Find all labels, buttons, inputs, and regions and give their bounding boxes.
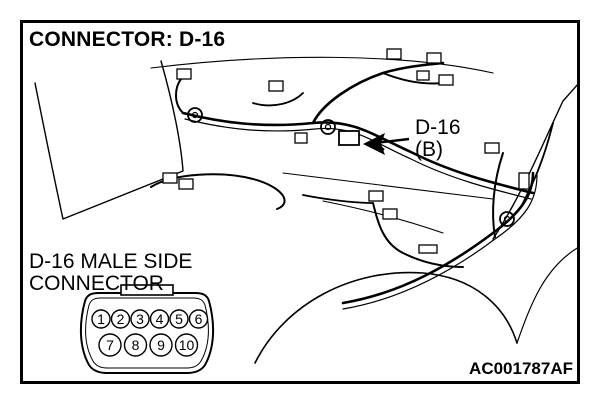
pin-3 (130, 309, 150, 329)
connector-block (418, 244, 438, 254)
connector-face-inner (85, 297, 209, 369)
pin-4 (149, 309, 170, 329)
pin-number-5: 5 (175, 311, 183, 327)
connector-block (268, 80, 284, 92)
main-harness-bundle (181, 111, 535, 195)
connector-block (294, 132, 308, 144)
far-right-harness (522, 122, 554, 204)
connector-block (484, 142, 500, 154)
lower-left-branch (372, 202, 464, 268)
pin-number-4: 4 (156, 311, 164, 327)
connector-block (416, 70, 430, 81)
connector-view-label-line1: D-16 MALE SIDE (29, 250, 193, 273)
side-harness (252, 92, 304, 107)
callout-label-connector: D-16 (415, 116, 461, 139)
callout-label-variant: (B) (415, 138, 443, 161)
connector-block (438, 74, 454, 86)
connector-view-label-line2: CONNECTOR (29, 272, 164, 295)
fender-outline (492, 84, 577, 240)
connector-face-outline (79, 292, 215, 374)
pin-9 (149, 333, 173, 357)
upper-branch-right (382, 72, 444, 85)
male-side-connector-face (79, 284, 215, 374)
connector-block (518, 172, 530, 190)
ground-eyelet-right (499, 211, 515, 227)
left-harness-branch (175, 78, 184, 114)
lower-main-harness-edge (342, 174, 538, 310)
pin-7 (98, 333, 122, 357)
pin-number-1: 1 (97, 311, 105, 327)
ground-eyelet-right-hole (503, 215, 511, 223)
connector-block (426, 52, 442, 64)
connector-key (120, 284, 174, 296)
pin-5 (169, 309, 189, 329)
pin-number-3: 3 (136, 311, 144, 327)
pin-number-2: 2 (117, 311, 125, 327)
pin-number-9: 9 (157, 337, 165, 353)
ground-eyelet-left (187, 107, 203, 123)
pin-number-10: 10 (179, 337, 195, 353)
pin-number-8: 8 (132, 337, 140, 353)
figure-code: AC001787AF (469, 359, 573, 378)
pin-10 (174, 333, 199, 357)
ground-eyelet-left-hole (191, 111, 199, 119)
page-title: CONNECTOR: D-16 (29, 28, 226, 51)
pin-8 (123, 333, 148, 357)
pin-1 (91, 309, 111, 329)
pin-number-6: 6 (195, 311, 203, 327)
body-panel-top-line (150, 56, 494, 74)
connector-block (386, 48, 402, 60)
rear-vertical-harness (492, 152, 504, 238)
callout-arrow-head (363, 133, 385, 155)
ground-eyelet-center (320, 119, 336, 135)
wheel-arch-outline (254, 271, 518, 364)
fender-inner-outline (516, 247, 577, 344)
connector-block (368, 190, 384, 202)
connector-block-d16 (338, 130, 360, 146)
main-harness-bundle-edge (184, 118, 532, 200)
cowl-line (282, 172, 494, 200)
pin-number-7: 7 (106, 337, 114, 353)
body-panel-left-outline (34, 60, 184, 220)
connector-block (176, 68, 192, 80)
pin-6 (188, 309, 209, 329)
pin-2 (110, 309, 131, 329)
connector-block (162, 172, 178, 184)
lead-in-harness (302, 194, 374, 204)
connector-block (382, 208, 398, 220)
lower-main-harness (341, 171, 535, 305)
ground-eyelet-center-hole (324, 123, 332, 131)
connector-block (178, 178, 194, 190)
